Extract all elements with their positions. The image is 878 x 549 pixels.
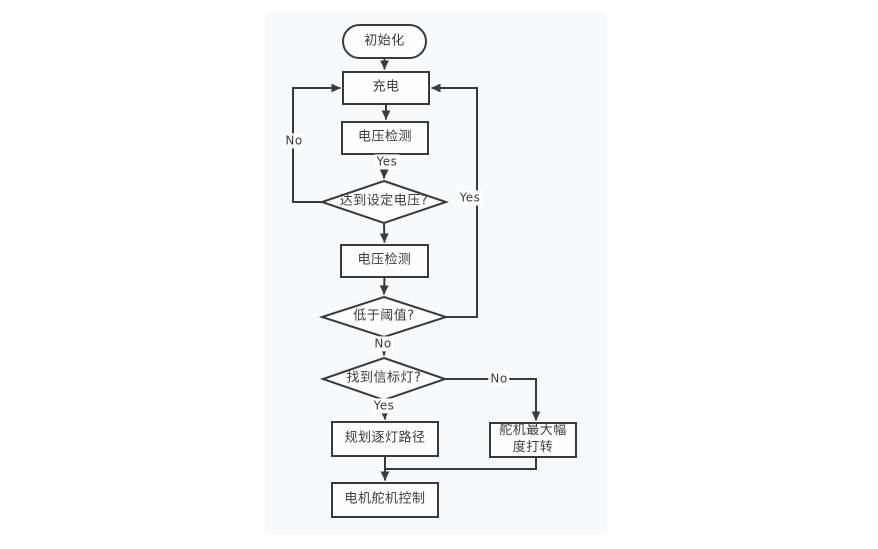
edge-reach-to-voltage2 [379, 222, 389, 243]
node-plan-path-shape [331, 421, 439, 457]
node-find-beacon-label: 找到信标灯? [346, 370, 422, 386]
node-servo-max-spin-label: 舵机最大幅 度打转 [499, 423, 567, 455]
node-voltage-check-1-label: 电压检测 [357, 129, 413, 145]
node-motor-servo-control-label: 电机舵机控制 [344, 491, 426, 507]
node-charge-label: 充电 [372, 79, 400, 95]
node-voltage-check-2-shape [340, 244, 429, 278]
node-plan-path-label: 规划逐灯路径 [344, 430, 426, 446]
node-voltage-check-2-label: 电压检测 [357, 252, 412, 268]
node-motor-servo-control-shape [331, 482, 439, 518]
edge-beacon-no-to-servo [445, 378, 541, 421]
edge-label-beacon-yes: Yes [371, 398, 397, 414]
edge-label-threshold-no: No [372, 336, 394, 352]
edge-label-voltage-to-reach-yes: Yes [374, 154, 400, 170]
edge-label-reach-no: No [283, 133, 305, 149]
edge-voltage2-to-threshold [379, 276, 389, 295]
node-start-label: 初始化 [364, 33, 405, 49]
node-start-shape [342, 24, 427, 59]
node-voltage-check-1-shape [341, 121, 429, 155]
edge-label-beacon-no: No [488, 371, 510, 387]
node-reach-set-voltage-shape [318, 179, 450, 225]
node-charge-shape [342, 71, 430, 105]
edge-label-threshold-yes: Yes [457, 190, 483, 206]
edge-servo-to-merge [385, 457, 537, 470]
node-below-threshold-label: 低于阈值? [353, 308, 415, 324]
node-reach-set-voltage-label: 达到设定电压? [339, 193, 429, 209]
node-servo-max-spin-shape [489, 422, 577, 458]
